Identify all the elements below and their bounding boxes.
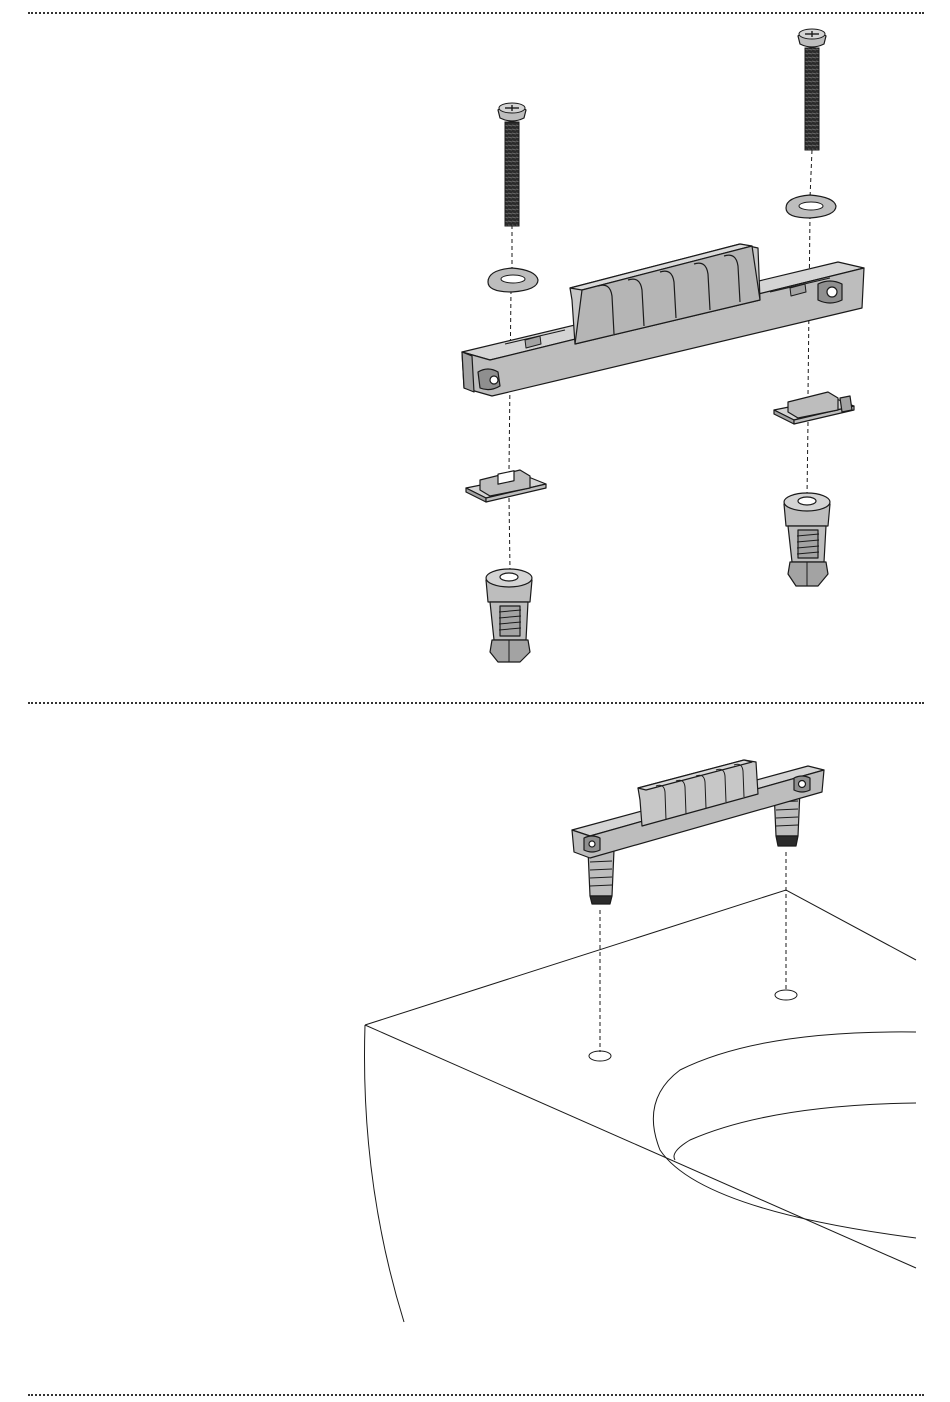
hinge-bracket [462, 244, 864, 396]
washer-right [786, 195, 836, 218]
guide-line-mount [600, 852, 786, 1052]
toilet-bowl [364, 890, 916, 1322]
anchor-left [486, 569, 532, 662]
anchor-right [784, 493, 830, 586]
mounting-hole-left [589, 1051, 611, 1061]
washer-left [488, 268, 538, 292]
clip-right [774, 392, 854, 424]
divider-top [28, 12, 924, 14]
screw-right [798, 29, 826, 150]
screw-left [498, 103, 526, 226]
clip-left [466, 470, 546, 502]
mounting-hole-right [775, 990, 797, 1000]
step-mounting-view [0, 710, 950, 1390]
step-exploded-view [0, 20, 950, 700]
divider-bottom [28, 1394, 924, 1396]
divider-middle [28, 702, 924, 704]
